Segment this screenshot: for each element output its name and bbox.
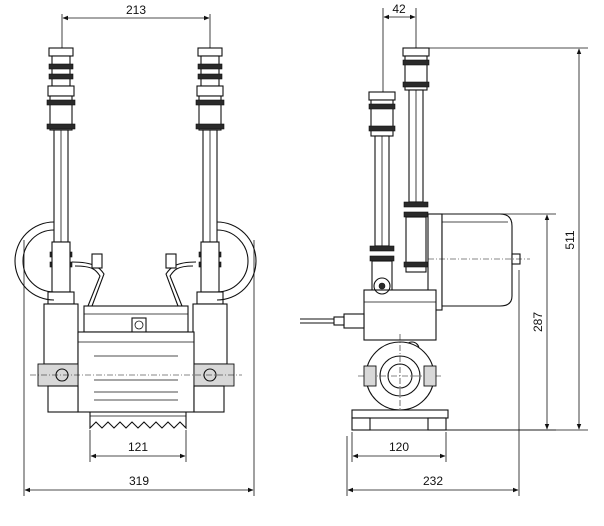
- dimension-side-top: 42: [382, 2, 417, 92]
- dimension-label-front-bottom: 319: [129, 474, 149, 488]
- front-finned-base: [89, 412, 187, 430]
- dimension-front-mid: 121: [89, 430, 187, 462]
- dimension-front-top: 213: [61, 3, 211, 48]
- side-view: 42: [300, 2, 588, 496]
- side-feet: [351, 409, 449, 431]
- dimension-front-bottom: 319: [23, 240, 255, 496]
- dimension-label-side-bottom: 232: [423, 474, 443, 488]
- dimension-side-bottom: 232: [346, 270, 520, 496]
- dimension-label-side-total-height: 511: [563, 230, 577, 249]
- left-pipe-assembly: [43, 47, 79, 365]
- side-short-pipe: [368, 91, 396, 306]
- side-tall-pipe: [402, 47, 430, 273]
- side-pump-head: [300, 277, 437, 357]
- dimension-label-side-mid: 120: [389, 440, 409, 454]
- dimension-label-side-top: 42: [392, 2, 406, 16]
- side-volute: [358, 334, 442, 418]
- front-hoses: [71, 253, 197, 307]
- front-view: 213: [14, 3, 257, 496]
- side-expansion-vessel: [427, 213, 530, 311]
- dimension-label-front-mid: 121: [128, 440, 148, 454]
- dimension-label-side-vessel-height: 287: [531, 312, 545, 332]
- dimension-side-mid: 120: [351, 432, 447, 462]
- dimension-label-front-top: 213: [126, 3, 146, 17]
- right-pipe-assembly: [192, 47, 228, 365]
- front-side-discs: [14, 221, 257, 301]
- dimension-side-total-height: 511: [429, 47, 588, 431]
- front-motor-box: [30, 305, 242, 413]
